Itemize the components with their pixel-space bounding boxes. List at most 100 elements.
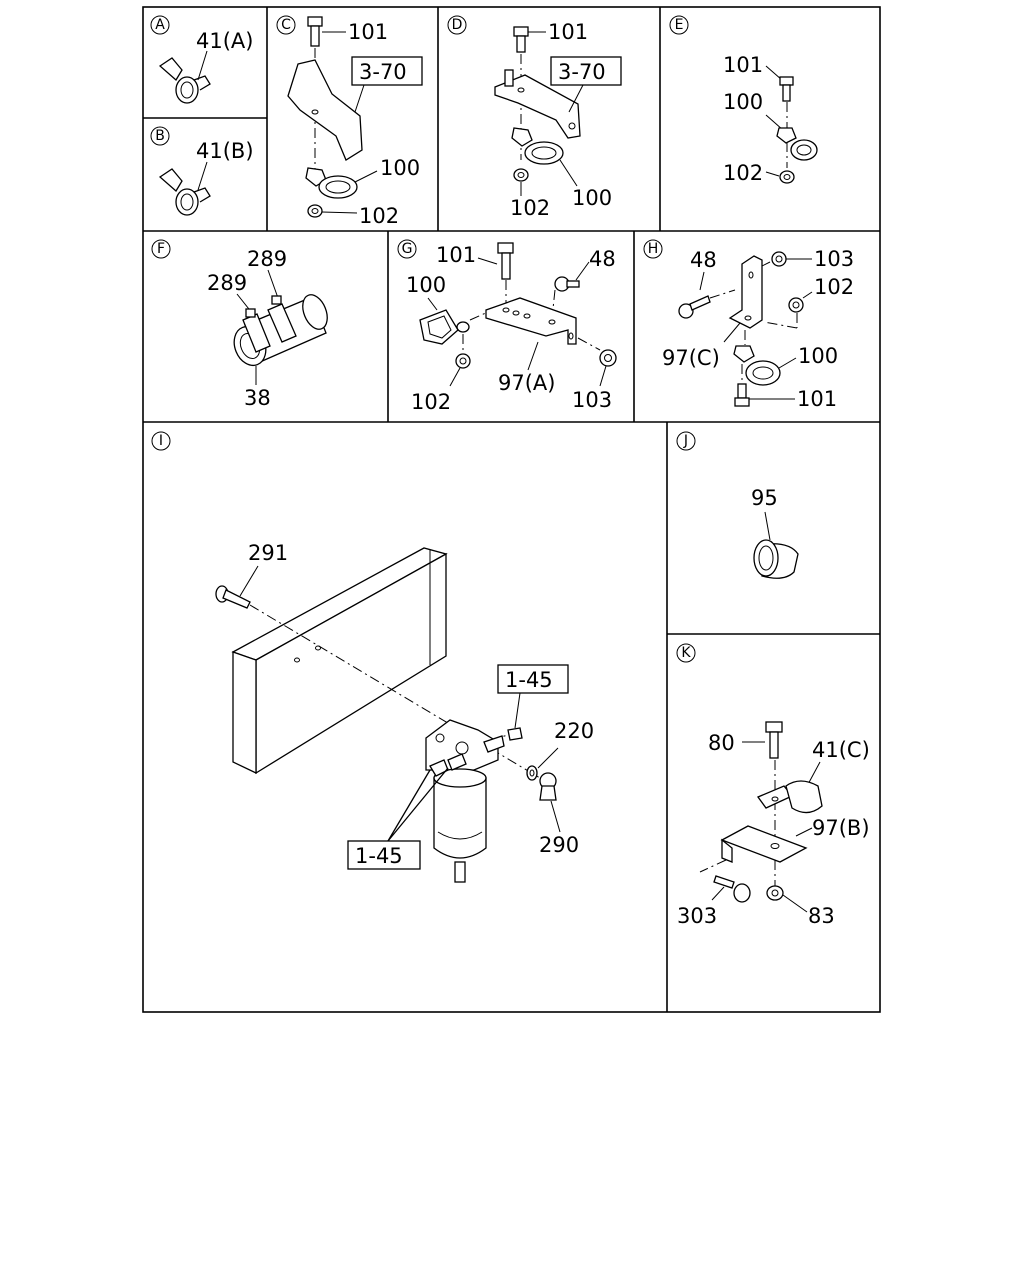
panel-h-marker bbox=[643, 239, 663, 259]
panel-c-marker bbox=[276, 15, 296, 35]
callout-38: 38 bbox=[244, 386, 271, 410]
callout-1-45-lower: 1-45 bbox=[355, 844, 403, 868]
callout-100: 100 bbox=[798, 344, 838, 368]
bolt-80-drawing bbox=[765, 721, 783, 759]
callout-3-70: 3-70 bbox=[359, 60, 407, 84]
callout-101: 101 bbox=[723, 53, 763, 77]
hose-38-drawing bbox=[233, 294, 328, 367]
callout-289-lower: 289 bbox=[207, 271, 247, 295]
panel-b-letter: B bbox=[155, 128, 165, 144]
callout-102: 102 bbox=[411, 390, 451, 414]
panel-d: D 101 3-70 100 102 bbox=[447, 15, 622, 220]
clamp-100-drawing bbox=[733, 345, 781, 386]
callout-103: 103 bbox=[814, 247, 854, 271]
clamp-100-drawing bbox=[305, 167, 358, 199]
panel-a: A 41(A) bbox=[150, 15, 253, 104]
panel-g: G 101 48 100 bbox=[397, 239, 617, 414]
bolt-48-drawing bbox=[554, 276, 580, 292]
callout-101: 101 bbox=[436, 243, 476, 267]
callout-100: 100 bbox=[380, 156, 420, 180]
bolt-48-drawing bbox=[678, 295, 711, 319]
grommet-95-drawing bbox=[753, 539, 799, 579]
nut-290-drawing bbox=[539, 772, 557, 801]
panel-j-letter: J bbox=[683, 433, 688, 449]
callout-290: 290 bbox=[539, 833, 579, 857]
callout-41b: 41(B) bbox=[196, 139, 254, 163]
callout-100: 100 bbox=[723, 90, 763, 114]
callout-303: 303 bbox=[677, 904, 717, 928]
bolt-101-drawing bbox=[497, 242, 514, 280]
callout-41a: 41(A) bbox=[196, 29, 253, 53]
callout-102: 102 bbox=[510, 196, 550, 220]
bolt-303-drawing bbox=[713, 875, 751, 903]
panel-d-marker bbox=[447, 15, 467, 35]
ref-box-3-70 bbox=[351, 56, 423, 86]
callout-1-45-upper: 1-45 bbox=[505, 668, 553, 692]
panel-f-letter: F bbox=[157, 241, 165, 257]
callout-101: 101 bbox=[797, 387, 837, 411]
panel-j-marker bbox=[676, 431, 696, 451]
panel-f: F 289 289 38 bbox=[151, 239, 328, 410]
callout-289-upper: 289 bbox=[247, 247, 287, 271]
bolt-101-drawing bbox=[779, 76, 794, 102]
panel-k-marker bbox=[676, 643, 696, 663]
panel-b: B 41(B) bbox=[150, 126, 254, 216]
panel-k: K 80 41(C) 97(B) 303 bbox=[676, 643, 870, 928]
callout-220: 220 bbox=[554, 719, 594, 743]
wing-clamp-drawing bbox=[158, 57, 211, 104]
bolt-101-drawing bbox=[513, 26, 529, 53]
ref-box-1-45-upper bbox=[497, 664, 569, 694]
panel-a-marker bbox=[150, 15, 170, 35]
ref-box-1-45-lower bbox=[347, 840, 421, 870]
panel-b-marker bbox=[150, 126, 170, 146]
bracket-drawing bbox=[287, 59, 363, 161]
nut-103-drawing bbox=[599, 349, 617, 367]
callout-97c: 97(C) bbox=[662, 346, 720, 370]
callout-102: 102 bbox=[814, 275, 854, 299]
panel-e: E 101 100 102 bbox=[669, 15, 818, 185]
fuel-filter-drawing bbox=[425, 719, 505, 883]
clamp-41c-drawing bbox=[756, 780, 823, 814]
callout-97a: 97(A) bbox=[498, 371, 555, 395]
panel-i: I 291 1-45 bbox=[151, 431, 594, 883]
callout-3-70: 3-70 bbox=[558, 60, 606, 84]
panel-d-letter: D bbox=[452, 17, 463, 33]
bracket-97a-drawing bbox=[485, 297, 577, 345]
panel-k-letter: K bbox=[681, 645, 691, 661]
nut-102-drawing bbox=[788, 297, 804, 313]
frame-rail-drawing bbox=[231, 547, 448, 775]
nut-103-drawing bbox=[771, 251, 787, 267]
callout-95: 95 bbox=[751, 486, 778, 510]
callout-83: 83 bbox=[808, 904, 835, 928]
nut-102-drawing bbox=[513, 168, 529, 182]
panel-j: J 95 bbox=[676, 431, 799, 579]
diagram-frame bbox=[142, 6, 881, 1013]
bracket-97b-drawing bbox=[720, 825, 808, 863]
wing-clamp-drawing bbox=[158, 168, 211, 216]
panel-i-letter: I bbox=[159, 433, 163, 449]
panel-e-letter: E bbox=[675, 17, 684, 33]
panel-a-letter: A bbox=[155, 17, 165, 33]
panel-c: C 101 3-70 100 102 bbox=[276, 15, 423, 228]
nut-102-drawing bbox=[307, 204, 323, 218]
callout-100: 100 bbox=[572, 186, 612, 210]
panel-h-letter: H bbox=[648, 241, 659, 257]
callout-48: 48 bbox=[589, 247, 616, 271]
panel-i-marker bbox=[151, 431, 171, 451]
nut-102-drawing bbox=[455, 353, 471, 369]
panel-f-marker bbox=[151, 239, 171, 259]
clamp-100-drawing bbox=[419, 309, 470, 345]
panel-e-marker bbox=[669, 15, 689, 35]
callout-102: 102 bbox=[723, 161, 763, 185]
plug-drawing bbox=[507, 727, 523, 741]
clamp-100-drawing bbox=[511, 127, 564, 165]
panel-g-marker bbox=[397, 239, 417, 259]
bolt-291-drawing bbox=[215, 585, 251, 609]
callout-80: 80 bbox=[708, 731, 735, 755]
nut-83-drawing bbox=[766, 885, 784, 901]
callout-48: 48 bbox=[690, 248, 717, 272]
callout-101: 101 bbox=[548, 20, 588, 44]
callout-103: 103 bbox=[572, 388, 612, 412]
washer-220-drawing bbox=[526, 765, 538, 781]
